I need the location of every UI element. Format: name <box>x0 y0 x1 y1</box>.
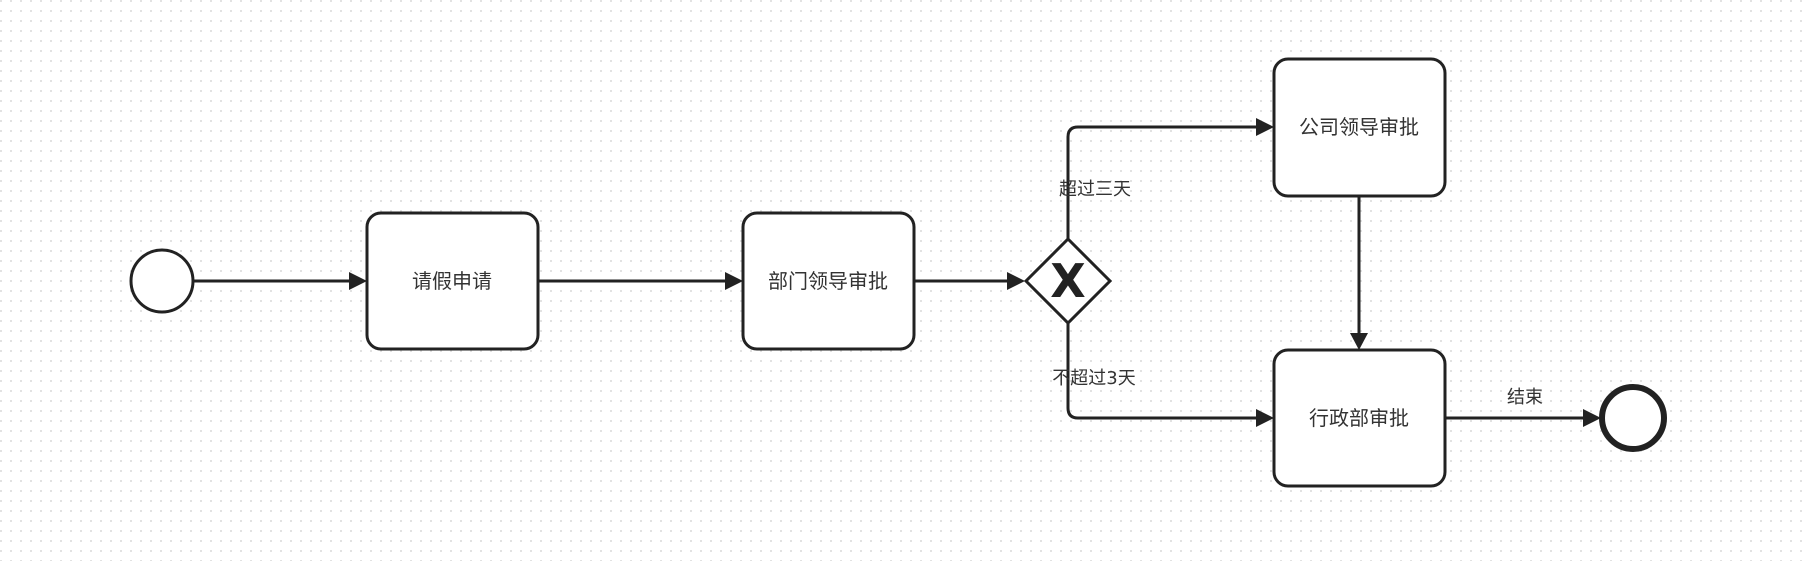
task-company-approve-label: 公司领导审批 <box>1299 115 1419 139</box>
arrowhead <box>1256 118 1274 136</box>
task-apply-label: 请假申请 <box>412 269 492 293</box>
arrowhead <box>1256 409 1274 427</box>
arrowhead <box>1350 333 1368 350</box>
sequence-flows <box>194 118 1601 427</box>
task-admin-approve-label: 行政部审批 <box>1309 406 1409 430</box>
flow-gateway-to-admin[interactable] <box>1066 323 1259 420</box>
arrowhead <box>725 272 743 290</box>
flow-label-over-three-days: 超过三天 <box>1059 179 1131 200</box>
exclusive-gateway[interactable]: X <box>1023 236 1113 326</box>
flow-label-not-over-three-days: 不超过3天 <box>1052 368 1135 389</box>
arrowhead <box>1007 272 1025 290</box>
gateway-x-icon: X <box>1050 254 1085 308</box>
task-dept-approve[interactable]: 部门领导审批 <box>741 211 916 351</box>
task-admin-approve[interactable]: 行政部审批 <box>1272 348 1447 488</box>
flow-gateway-to-company[interactable] <box>1066 125 1259 239</box>
task-apply[interactable]: 请假申请 <box>365 211 540 351</box>
arrowhead <box>349 272 367 290</box>
arrowhead <box>1583 409 1601 427</box>
flow-label-end: 结束 <box>1507 387 1543 408</box>
end-event[interactable] <box>1599 384 1667 452</box>
task-company-approve[interactable]: 公司领导审批 <box>1272 57 1447 198</box>
start-event[interactable] <box>129 248 195 314</box>
task-dept-approve-label: 部门领导审批 <box>768 269 888 293</box>
